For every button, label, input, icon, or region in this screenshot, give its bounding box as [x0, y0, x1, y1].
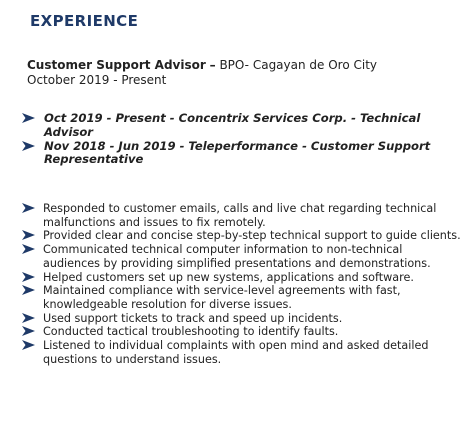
employer-list: Oct 2019 - Present - Concentrix Services…: [22, 111, 452, 168]
duty-item: Responded to customer emails, calls and …: [22, 202, 462, 229]
duties-list: Responded to customer emails, calls and …: [22, 202, 462, 366]
employer-item: Oct 2019 - Present - Concentrix Services…: [22, 111, 452, 140]
duty-text: Communicated technical computer informat…: [43, 243, 431, 270]
arrowhead-bullet-icon: [22, 140, 35, 151]
job-company-location: BPO- Cagayan de Oro City: [219, 58, 378, 72]
job-header: Customer Support Advisor – BPO- Cagayan …: [27, 58, 377, 88]
arrowhead-bullet-icon: [22, 113, 35, 123]
duty-item: Conducted tactical troubleshooting to id…: [22, 325, 462, 339]
arrowhead-bullet-icon: [22, 340, 35, 351]
duty-item: Helped customers set up new systems, app…: [22, 271, 462, 285]
job-title-line: Customer Support Advisor – BPO- Cagayan …: [27, 58, 377, 73]
duty-text: Listened to individual complaints with o…: [43, 339, 429, 366]
duty-text: Used support tickets to track and speed …: [43, 311, 343, 325]
section-title: EXPERIENCE: [30, 12, 139, 30]
duty-item: Maintained compliance with service-level…: [22, 284, 462, 311]
duty-text: Responded to customer emails, calls and …: [43, 202, 437, 229]
duty-item: Provided clear and concise step-by-step …: [22, 229, 462, 243]
duty-text: Helped customers set up new systems, app…: [43, 270, 414, 284]
arrowhead-bullet-icon: [22, 230, 35, 241]
duty-text: Provided clear and concise step-by-step …: [43, 229, 461, 243]
job-dates: October 2019 - Present: [27, 73, 167, 87]
duty-item: Used support tickets to track and speed …: [22, 312, 462, 326]
arrowhead-bullet-icon: [22, 326, 35, 337]
arrowhead-bullet-icon: [22, 271, 35, 282]
job-role: Customer Support Advisor: [27, 58, 206, 72]
duty-text: Maintained compliance with service-level…: [43, 284, 401, 311]
arrowhead-bullet-icon: [22, 285, 35, 296]
employer-text: Oct 2019 - Present - Concentrix Services…: [44, 111, 421, 139]
duty-item: Communicated technical computer informat…: [22, 243, 462, 270]
duty-text: Conducted tactical troubleshooting to id…: [43, 325, 339, 339]
arrowhead-bullet-icon: [22, 244, 35, 255]
duty-item: Listened to individual complaints with o…: [22, 339, 462, 366]
arrowhead-bullet-icon: [22, 203, 35, 213]
employer-text: Nov 2018 - Jun 2019 - Teleperformance - …: [44, 138, 431, 167]
arrowhead-bullet-icon: [22, 312, 35, 323]
employer-item: Nov 2018 - Jun 2019 - Teleperformance - …: [22, 138, 452, 168]
job-separator: –: [209, 58, 216, 72]
